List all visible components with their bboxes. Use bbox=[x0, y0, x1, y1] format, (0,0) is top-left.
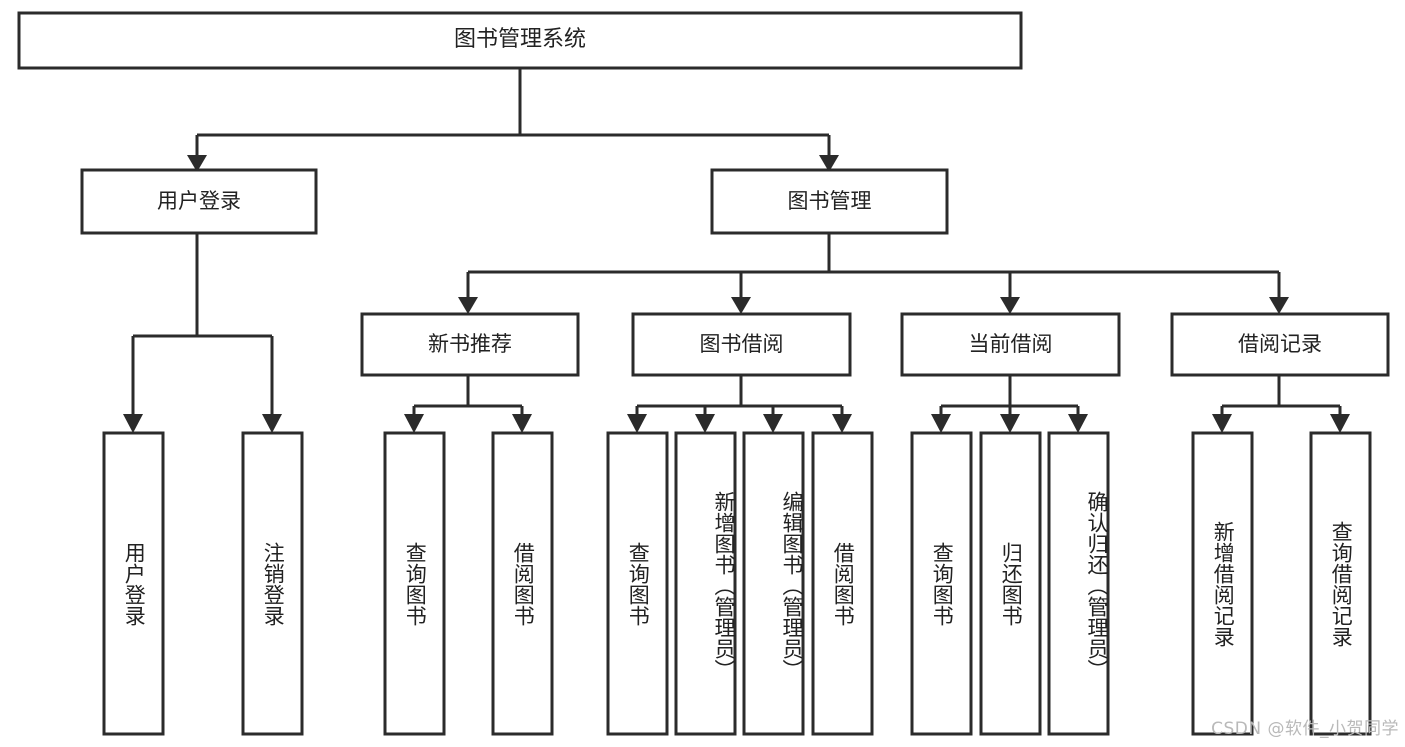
arrow-icon-to-leaf-edit-book bbox=[763, 414, 783, 433]
arrow-icon-to-leaf-logout-login bbox=[262, 414, 282, 433]
arrow-icon-to-current-borrow bbox=[1000, 297, 1020, 314]
arrow-icon-to-leaf-query-book-2 bbox=[627, 414, 647, 433]
node-box-leaf-confirm-return[interactable] bbox=[1047, 431, 1110, 736]
node-box-leaf-query-book-1[interactable] bbox=[383, 431, 446, 736]
node-box-book-borrow[interactable] bbox=[631, 312, 852, 377]
arrow-icon-to-leaf-add-book bbox=[695, 414, 715, 433]
node-box-leaf-user-login[interactable] bbox=[102, 431, 165, 736]
node-box-leaf-borrow-book-1[interactable] bbox=[491, 431, 554, 736]
arrow-icon-to-leaf-confirm-return bbox=[1068, 414, 1088, 433]
arrow-icon-to-leaf-query-book-3 bbox=[931, 414, 951, 433]
arrow-icon-to-leaf-query-book-1 bbox=[404, 414, 424, 433]
node-box-leaf-query-book-2[interactable] bbox=[606, 431, 669, 736]
node-box-leaf-borrow-book-2[interactable] bbox=[811, 431, 874, 736]
arrow-icon-to-borrow-record bbox=[1269, 297, 1289, 314]
arrow-icon-to-leaf-add-record bbox=[1212, 414, 1232, 433]
node-box-user-login[interactable] bbox=[80, 168, 318, 235]
node-box-leaf-query-record[interactable] bbox=[1309, 431, 1372, 736]
arrow-icon-to-leaf-user-login bbox=[123, 414, 143, 433]
node-box-leaf-add-record[interactable] bbox=[1191, 431, 1254, 736]
node-box-leaf-add-book[interactable] bbox=[674, 431, 737, 736]
arrow-icon-to-user-login bbox=[187, 155, 207, 172]
node-box-leaf-return-book[interactable] bbox=[979, 431, 1042, 736]
node-box-root[interactable] bbox=[17, 11, 1023, 70]
arrow-icon-to-leaf-borrow-book-2 bbox=[832, 414, 852, 433]
node-box-borrow-record[interactable] bbox=[1170, 312, 1390, 377]
arrow-icon-to-leaf-borrow-book-1 bbox=[512, 414, 532, 433]
node-box-leaf-query-book-3[interactable] bbox=[910, 431, 973, 736]
watermark-text: CSDN @软件_小贺同学 bbox=[1211, 719, 1399, 739]
node-box-book-manage[interactable] bbox=[710, 168, 949, 235]
arrow-icon-to-leaf-query-record bbox=[1330, 414, 1350, 433]
arrow-icon-to-new-book-recommend bbox=[458, 297, 478, 314]
node-box-current-borrow[interactable] bbox=[900, 312, 1121, 377]
connectors-layer bbox=[131, 68, 1342, 414]
node-box-leaf-edit-book[interactable] bbox=[742, 431, 805, 736]
node-box-leaf-logout-login[interactable] bbox=[241, 431, 304, 736]
arrowheads-layer bbox=[123, 155, 1350, 433]
boxes-layer bbox=[17, 11, 1390, 736]
node-box-new-book-recommend[interactable] bbox=[360, 312, 580, 377]
arrow-icon-to-leaf-return-book bbox=[1000, 414, 1020, 433]
arrow-icon-to-book-borrow bbox=[731, 297, 751, 314]
arrow-icon-to-book-manage bbox=[819, 155, 839, 172]
